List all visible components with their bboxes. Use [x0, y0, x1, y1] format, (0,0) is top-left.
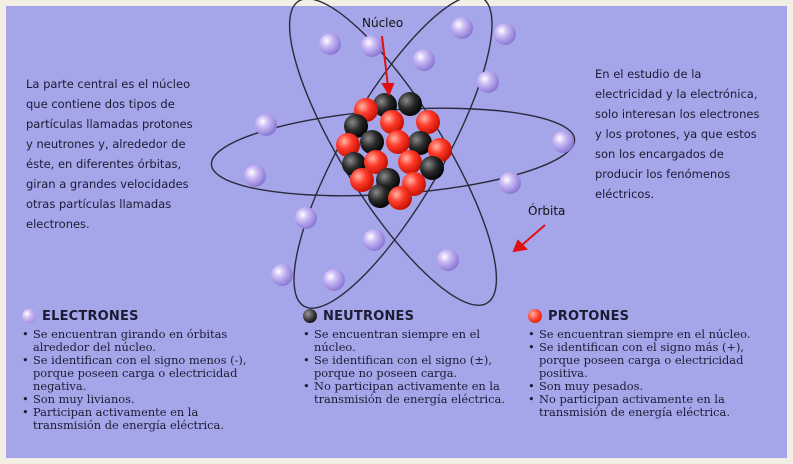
list-item: Participan activamente en la transmisión…: [22, 406, 262, 432]
electron: [363, 229, 385, 251]
electron: [494, 23, 516, 45]
legend-protones-list: Se encuentran siempre en el núcleo. Se i…: [528, 328, 780, 419]
list-item: Son muy livianos.: [22, 393, 262, 407]
label-arrows: [381, 35, 546, 253]
legend-neutrones-title: NEUTRONES: [323, 308, 415, 324]
neutron: [344, 114, 368, 138]
neutron: [398, 92, 422, 116]
nucleus-arrowhead: [381, 83, 395, 97]
list-item: No participan activamente en la transmis…: [303, 380, 518, 406]
legend-neutrones: NEUTRONES Se encuentran siempre en el nú…: [303, 306, 518, 406]
proton: [398, 150, 422, 174]
orbit-arrow: [521, 224, 546, 246]
electron: [255, 114, 277, 136]
list-item: Son muy pesados.: [528, 380, 780, 394]
list-item: Se identifican con el signo menos (-), p…: [22, 354, 262, 393]
neutron: [408, 131, 432, 155]
proton: [388, 186, 412, 210]
electron-icon: [22, 309, 36, 323]
list-item: No participan activamente en la transmis…: [528, 393, 780, 419]
proton: [386, 130, 410, 154]
electrons: [244, 17, 574, 291]
proton: [350, 168, 374, 192]
legend-neutrones-header: NEUTRONES: [303, 306, 518, 326]
electron: [552, 131, 574, 153]
electron: [451, 17, 473, 39]
legend-electrones: ELECTRONES Se encuentran girando en órbi…: [22, 306, 262, 432]
proton: [428, 138, 452, 162]
proton: [336, 133, 360, 157]
electron: [271, 264, 293, 286]
orbits: [210, 0, 576, 309]
legend-electrones-header: ELECTRONES: [22, 306, 262, 326]
orbit-diagonal-a: [293, 0, 493, 309]
list-item: Se encuentran girando en órbitas alreded…: [22, 328, 262, 354]
proton: [364, 150, 388, 174]
electron: [361, 35, 383, 57]
intro-text-right: En el estudio de la electricidad y la el…: [595, 67, 760, 201]
nucleus-arrow: [381, 35, 389, 87]
intro-text-left: La parte central es el núcleo que contie…: [26, 77, 193, 231]
legend-electrones-title: ELECTRONES: [42, 308, 139, 324]
legend-neutrones-list: Se encuentran siempre en el núcleo. Se i…: [303, 328, 518, 406]
electron: [295, 207, 317, 229]
neutron: [368, 184, 392, 208]
orbit-label: Órbita: [528, 204, 566, 218]
electron: [499, 172, 521, 194]
proton: [416, 110, 440, 134]
neutron-icon: [303, 309, 317, 323]
neutron: [420, 156, 444, 180]
proton-icon: [528, 309, 542, 323]
electron: [413, 49, 435, 71]
orbit-arrowhead: [512, 239, 529, 253]
nucleus-label: Núcleo: [362, 16, 404, 30]
list-item: Se encuentran siempre en el núcleo.: [528, 328, 780, 342]
electron: [319, 33, 341, 55]
legend-protones-header: PROTONES: [528, 306, 780, 326]
electron: [437, 249, 459, 271]
legend-protones-title: PROTONES: [548, 308, 630, 324]
legend-protones: PROTONES Se encuentran siempre en el núc…: [528, 306, 780, 419]
electron: [477, 71, 499, 93]
electron: [244, 165, 266, 187]
list-item: Se identifican con el signo más (+), por…: [528, 341, 780, 380]
list-item: Se identifican con el signo (±), porque …: [303, 354, 518, 380]
list-item: Se encuentran siempre en el núcleo.: [303, 328, 518, 354]
neutron: [360, 130, 384, 154]
nucleus: [336, 92, 452, 210]
proton: [380, 110, 404, 134]
legend-electrones-list: Se encuentran girando en órbitas alreded…: [22, 328, 262, 432]
electron: [323, 269, 345, 291]
